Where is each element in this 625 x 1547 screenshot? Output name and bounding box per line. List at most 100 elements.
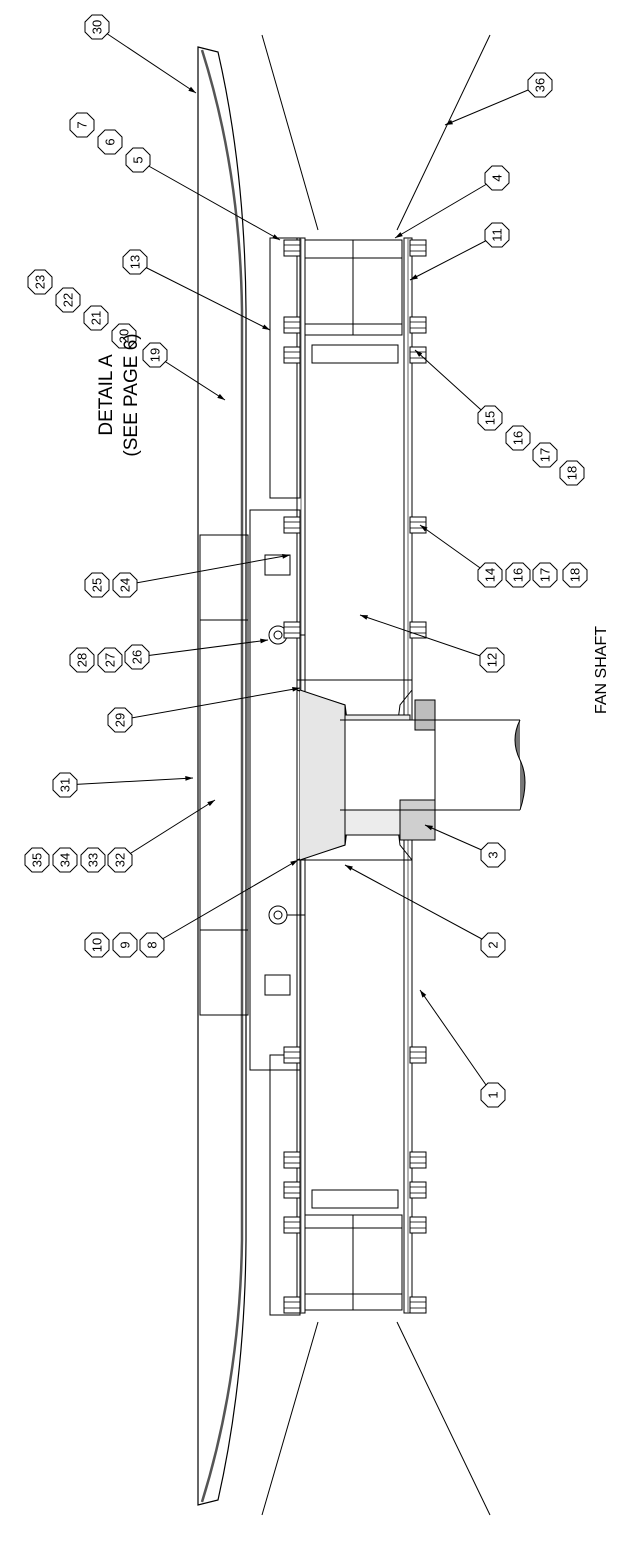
balloon-label: 1 — [486, 1091, 501, 1098]
bolt-nut — [283, 1296, 301, 1314]
leader-line — [64, 777, 194, 786]
balloon-b35: 35 — [24, 847, 50, 873]
balloon-outline — [142, 342, 168, 368]
drawing-notes: DETAIL A (SEE PAGE 6) FAN SHAFT — [96, 333, 610, 714]
balloon-label: 13 — [128, 255, 143, 269]
bolt-nut — [283, 346, 301, 364]
blade-brackets — [264, 554, 291, 996]
leader-arrowhead — [292, 687, 300, 692]
balloon-outline — [107, 707, 133, 733]
balloon-b2: 2 — [480, 932, 506, 958]
bolt-nut — [283, 239, 301, 257]
balloon-outline — [55, 287, 81, 313]
balloon-b28: 28 — [69, 647, 95, 673]
balloon-label: 10 — [90, 938, 105, 952]
balloon-b7: 7 — [69, 112, 95, 138]
balloon-b25: 25 — [84, 572, 110, 598]
leader-arrowhead — [420, 990, 427, 998]
balloon-b13: 13 — [122, 249, 148, 275]
balloon-label: 32 — [113, 853, 128, 867]
balloon-b8: 8 — [139, 932, 165, 958]
balloon-outline — [505, 562, 531, 588]
balloon-outline — [122, 249, 148, 275]
leader-arrowhead — [445, 119, 453, 125]
balloon-outline — [505, 425, 531, 451]
balloon-label: 20 — [117, 329, 132, 343]
detail-a-note: DETAIL A — [96, 354, 117, 436]
balloon-label: 6 — [103, 138, 118, 145]
balloon-label: 5 — [131, 156, 146, 163]
bolt-nut — [283, 1216, 301, 1234]
bolt-nut — [409, 1151, 427, 1169]
balloon-label: 16 — [511, 568, 526, 582]
balloon-label: 4 — [490, 174, 505, 181]
bolt-nut — [409, 316, 427, 334]
leader-arrowhead — [415, 350, 423, 357]
leader-lines — [64, 26, 541, 1096]
balloon-b31: 31 — [52, 772, 78, 798]
bolt-nut — [283, 621, 301, 639]
leader-line — [134, 261, 271, 331]
balloon-outline — [532, 442, 558, 468]
balloon-outline — [139, 932, 165, 958]
balloon-label: 17 — [538, 568, 553, 582]
leader-line — [154, 354, 226, 401]
balloon-b14: 14 — [477, 562, 503, 588]
balloon-outline — [111, 323, 137, 349]
balloon-label: 9 — [118, 941, 133, 948]
balloon-label: 7 — [75, 121, 90, 128]
balloon-label: 18 — [565, 466, 580, 480]
balloon-b36: 36 — [527, 72, 553, 98]
balloon-b21: 21 — [83, 305, 109, 331]
balloon-b9: 9 — [112, 932, 138, 958]
leader-arrowhead — [260, 638, 268, 644]
balloon-label: 22 — [61, 293, 76, 307]
balloon-outline — [484, 222, 510, 248]
balloon-b30: 30 — [84, 14, 110, 40]
leader-line — [359, 614, 493, 661]
balloon-label: 2 — [486, 941, 501, 948]
balloon-label: 8 — [145, 941, 160, 948]
balloon-label: 18 — [568, 568, 583, 582]
leader-line — [136, 639, 269, 658]
balloon-label: 21 — [89, 311, 104, 325]
balloon-b33: 33 — [80, 847, 106, 873]
balloon-outline — [484, 165, 510, 191]
fan-shaft-label: FAN SHAFT — [593, 626, 610, 714]
leader-line — [409, 234, 498, 281]
balloon-label: 16 — [511, 431, 526, 445]
balloon-outline — [69, 647, 95, 673]
balloon-b1: 1 — [480, 1082, 506, 1108]
balloon-outline — [480, 1082, 506, 1108]
balloon-b24: 24 — [112, 572, 138, 598]
leader-arrowhead — [272, 234, 280, 240]
balloon-b29: 29 — [107, 707, 133, 733]
balloon-outline — [532, 562, 558, 588]
balloon-b27: 27 — [97, 647, 123, 673]
balloon-outline — [97, 647, 123, 673]
leader-line — [344, 864, 494, 946]
leader-line — [119, 687, 301, 721]
leader-arrowhead — [207, 800, 215, 807]
bolt-nut — [409, 239, 427, 257]
balloon-outline — [52, 847, 78, 873]
leader-line — [119, 799, 216, 861]
balloon-label: 17 — [538, 448, 553, 462]
balloon-outline — [27, 269, 53, 295]
balloon-b19: 19 — [142, 342, 168, 368]
balloon-label: 19 — [148, 348, 163, 362]
bolt-nut — [409, 1181, 427, 1199]
leader-line — [444, 84, 541, 126]
balloon-label: 14 — [483, 568, 498, 582]
balloon-b3: 3 — [480, 842, 506, 868]
bolt-nut — [283, 1151, 301, 1169]
balloon-b20: 20 — [111, 323, 137, 349]
balloon-b15: 15 — [477, 405, 503, 431]
balloon-label: 15 — [483, 411, 498, 425]
balloon-b16a: 16 — [505, 425, 531, 451]
balloon-outline — [24, 847, 50, 873]
balloon-outline — [477, 405, 503, 431]
leader-arrowhead — [345, 865, 353, 871]
